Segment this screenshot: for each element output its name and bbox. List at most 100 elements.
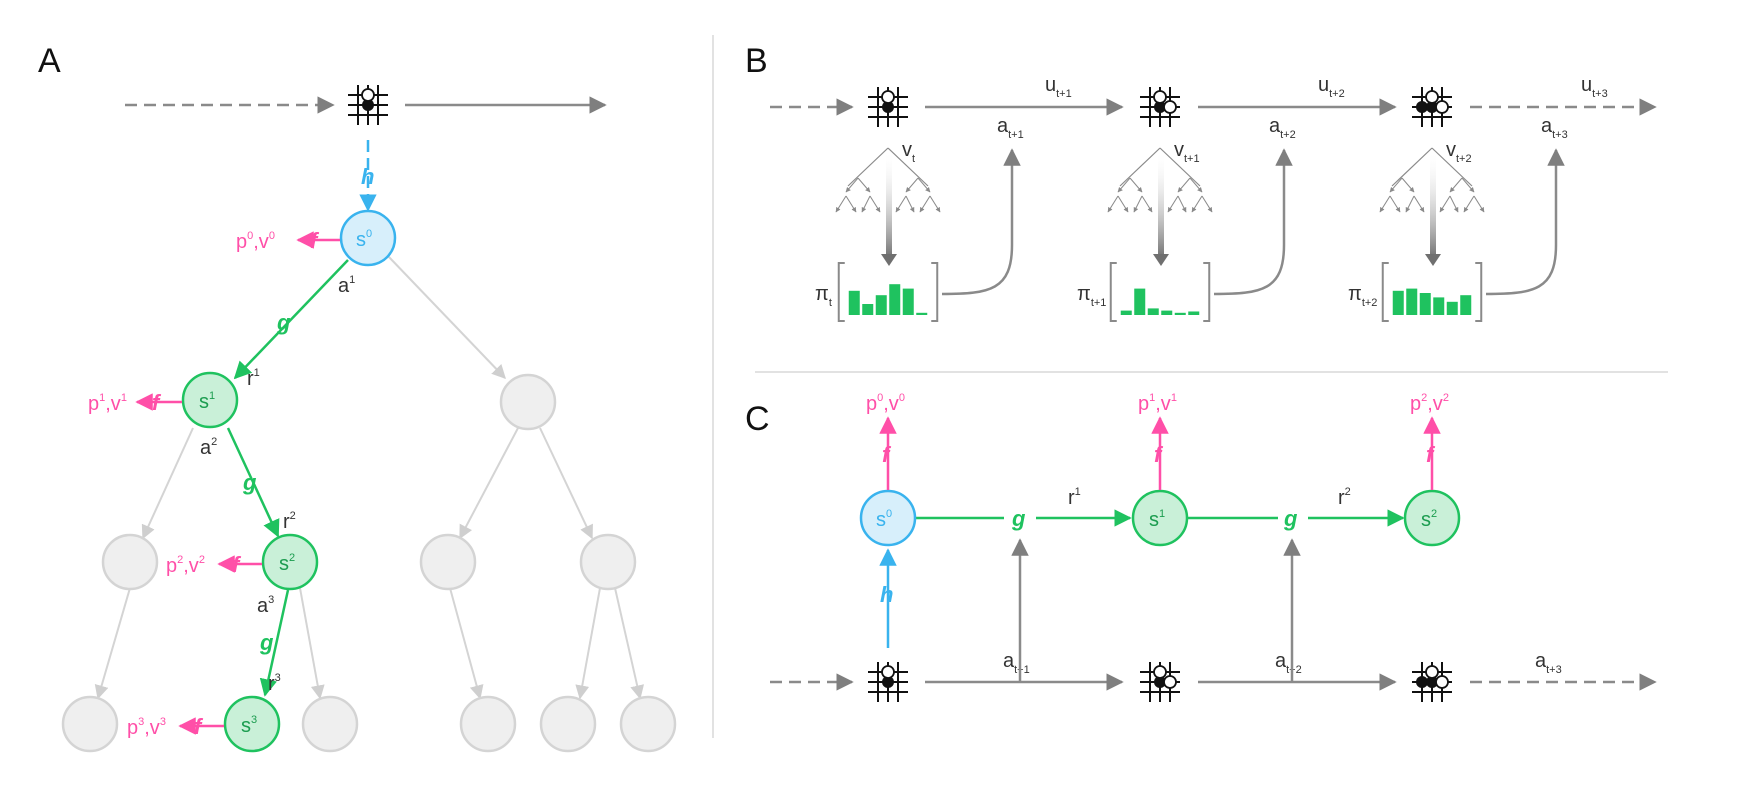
a-g-edge-2 [226, 427, 280, 538]
svg-text:at+2: at+2 [1275, 650, 1302, 676]
a-g-edge-3 [259, 589, 290, 697]
a-state-s3 [223, 695, 281, 753]
c-a-2: a [1275, 650, 1287, 672]
c-board-2 [1139, 661, 1181, 703]
svg-text:p1,v1: p1,v1 [1138, 392, 1177, 415]
c-f-label-1: f [1154, 442, 1164, 467]
a-g-label-3: g [259, 630, 274, 655]
svg-text:r1: r1 [1068, 486, 1081, 509]
a-unexpanded-nodes [61, 373, 677, 753]
policy-bracket-right [931, 262, 939, 322]
a-out1-p: p [88, 393, 99, 415]
policy-bracket-left [837, 262, 845, 322]
policy-bar [1134, 288, 1146, 315]
svg-text:p1,v1: p1,v1 [88, 392, 127, 415]
svg-text:ut+1: ut+1 [1045, 74, 1072, 100]
policy-bar [1147, 308, 1159, 315]
svg-text:s0: s0 [356, 228, 372, 251]
policy-bar [1446, 301, 1458, 315]
c-f-label-2: f [1426, 442, 1436, 467]
a-action-2: a [200, 437, 212, 459]
policy-bar [1120, 310, 1132, 315]
a-unexpanded-edges [94, 255, 645, 700]
a-reward-1: r [247, 368, 254, 390]
svg-text:vt: vt [902, 139, 915, 165]
policy-bar [1161, 310, 1173, 315]
c-s0-label: s [876, 509, 886, 531]
a-reward-3: r [268, 673, 275, 695]
c-reward-1: r [1068, 487, 1075, 509]
svg-text:s1: s1 [199, 390, 215, 413]
svg-text:a2: a2 [200, 436, 217, 459]
svg-text:a3: a3 [257, 594, 274, 617]
b-action-curve-3 [1485, 148, 1565, 296]
svg-text:s2: s2 [1421, 508, 1437, 531]
b-action-curve-1 [941, 148, 1021, 296]
b-policy-histogram-1 [837, 262, 939, 322]
c-h-label: h [880, 582, 893, 607]
b-a-1: a [997, 115, 1009, 137]
c-g-label-2: g [1283, 506, 1298, 531]
svg-text:p2,v2: p2,v2 [1410, 392, 1449, 415]
svg-text:p3,v3: p3,v3 [127, 716, 166, 739]
b-a-2: a [1269, 115, 1281, 137]
c-out1-p: p [1138, 393, 1149, 415]
b-u-3: u [1581, 74, 1592, 96]
svg-text:πt: πt [815, 283, 832, 309]
a-s1-label: s [199, 391, 209, 413]
c-state-s2 [1403, 489, 1461, 547]
a-g-edge-1 [233, 259, 349, 380]
b-action-curve-2 [1213, 148, 1293, 296]
svg-text:r1: r1 [247, 367, 260, 390]
b-policy-histogram-2 [1109, 262, 1211, 322]
a-s3-label: s [241, 715, 251, 737]
b-pi-1: π [815, 283, 829, 305]
b-u-1: u [1045, 74, 1056, 96]
b-v-2: v [1174, 139, 1184, 161]
policy-bar [1392, 290, 1404, 315]
svg-text:r2: r2 [1338, 486, 1351, 509]
a-action-1: a [338, 275, 350, 297]
policy-bracket-left [1109, 262, 1117, 322]
svg-text:p0,v0: p0,v0 [866, 392, 905, 415]
c-f-label-0: f [882, 442, 892, 467]
policy-bar [1433, 297, 1445, 315]
a-s2-label: s [279, 553, 289, 575]
policy-bracket-left [1381, 262, 1389, 322]
policy-bar [916, 312, 928, 315]
svg-text:vt+2: vt+2 [1446, 139, 1472, 165]
policy-bracket-right [1203, 262, 1211, 322]
a-g-label-1: g [276, 310, 291, 335]
policy-bracket-right [1475, 262, 1483, 322]
b-pi-2: π [1077, 283, 1091, 305]
c-board-1 [867, 661, 909, 703]
svg-text:s2: s2 [279, 552, 295, 575]
a-f-label-2: f [232, 552, 242, 577]
a-out2-p: p [166, 555, 177, 577]
a-s2-sup: 2 [289, 552, 295, 564]
c-state-s0 [859, 489, 917, 547]
panel-c-letter: C [745, 400, 770, 438]
a-reward-2: r [283, 511, 290, 533]
policy-bar [848, 290, 860, 315]
c-out2-p: p [1410, 393, 1421, 415]
policy-bar [1188, 311, 1200, 315]
c-g-label-1: g [1011, 506, 1026, 531]
b-v-3: v [1446, 139, 1456, 161]
svg-text:p0,v0: p0,v0 [236, 230, 275, 253]
a-out3-p: p [127, 717, 138, 739]
b-board-2 [1139, 86, 1181, 128]
svg-text:πt+1: πt+1 [1077, 283, 1106, 309]
a-state-s0 [339, 209, 397, 267]
c-a-1: a [1003, 650, 1015, 672]
policy-bar [902, 288, 914, 315]
svg-text:ut+3: ut+3 [1581, 74, 1608, 100]
b-v-1: v [902, 139, 912, 161]
b-fade-arrow-1 [886, 150, 892, 254]
a-f-label-3: f [194, 714, 204, 739]
a-s1-sup: 1 [209, 390, 215, 402]
c-s1-label: s [1149, 509, 1159, 531]
b-fade-arrow-2 [1158, 150, 1164, 254]
svg-text:s3: s3 [241, 714, 257, 737]
